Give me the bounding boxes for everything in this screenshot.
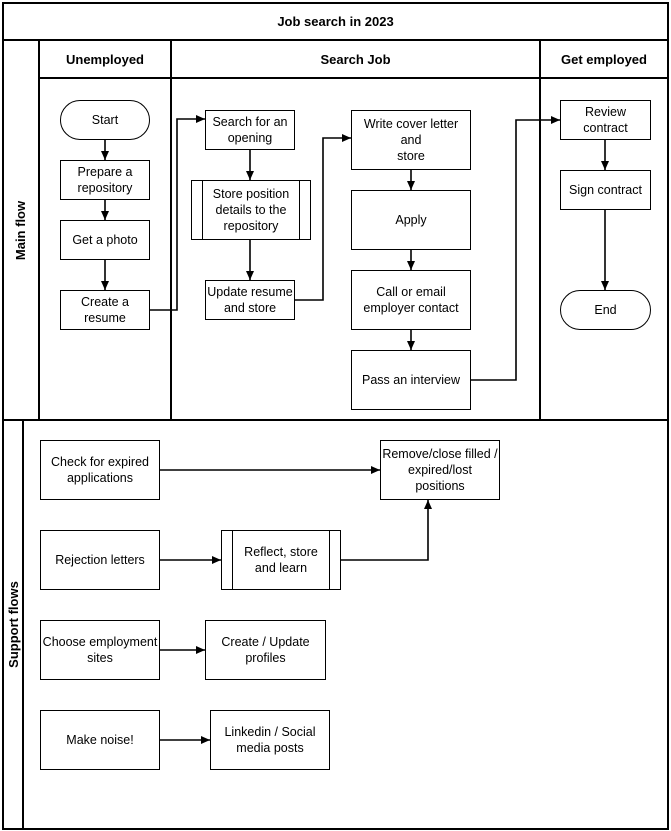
pool-label-support-flows: Support flows (3, 420, 23, 829)
subprocess-bar-icon (202, 181, 203, 239)
node-update-resume: Update resume and store (205, 280, 295, 320)
node-get-photo-label: Get a photo (72, 233, 138, 247)
node-write-cover-letter: Write cover letter and store (351, 110, 471, 170)
node-pass-interview-label: Pass an interview (362, 373, 460, 387)
node-pass-interview: Pass an interview (351, 350, 471, 410)
node-call-or-email: Call or email employer contact (351, 270, 471, 330)
node-prepare-repository: Prepare a repository (60, 160, 150, 200)
node-create-update-profiles-label: Create / Update profiles (221, 635, 310, 665)
node-end: End (560, 290, 651, 330)
node-update-resume-label: Update resume and store (207, 285, 293, 315)
node-sign-contract: Sign contract (560, 170, 651, 210)
node-check-expired-applications-label: Check for expired applications (51, 455, 149, 485)
node-review-contract: Review contract (560, 100, 651, 140)
pool-label-main-flow-text: Main flow (13, 200, 29, 260)
node-start: Start (60, 100, 150, 140)
lane-header-unemployed: Unemployed (65, 51, 144, 67)
node-create-resume: Create a resume (60, 290, 150, 330)
node-start-label: Start (91, 113, 119, 127)
diagram-title: Job search in 2023 (277, 14, 394, 29)
node-rejection-letters-label: Rejection letters (55, 553, 145, 567)
node-write-cover-letter-label: Write cover letter and store (363, 117, 459, 163)
node-store-position-details: Store position details to the repository (191, 180, 311, 240)
node-create-update-profiles: Create / Update profiles (205, 620, 326, 680)
node-store-position-details-label: Store position details to the repository (212, 187, 290, 233)
connector-reflect-removeclose (341, 500, 432, 561)
node-remove-close-positions-label: Remove/close filled / expired/lost posit… (382, 447, 498, 493)
lane-header-get-employed: Get employed (561, 51, 647, 67)
node-sign-contract-label: Sign contract (569, 183, 642, 197)
node-search-for-opening: Search for an opening (205, 110, 295, 150)
node-linkedin-social-posts-label: Linkedin / Social media posts (224, 725, 316, 755)
node-review-contract-label: Review contract (583, 105, 628, 135)
node-rejection-letters: Rejection letters (40, 530, 160, 590)
node-search-for-opening-label: Search for an opening (212, 115, 288, 145)
node-make-noise: Make noise! (40, 710, 160, 770)
subprocess-bar-icon (232, 531, 233, 589)
node-remove-close-positions: Remove/close filled / expired/lost posit… (380, 440, 500, 500)
node-end-label: End (594, 303, 617, 317)
lane-header-search-job: Search Job (320, 51, 391, 67)
node-reflect-store-learn-label: Reflect, store and learn (244, 545, 318, 575)
node-apply: Apply (351, 190, 471, 250)
connector-passinterview-reviewcontract (471, 116, 560, 381)
node-prepare-repository-label: Prepare a repository (77, 165, 133, 195)
node-get-photo: Get a photo (60, 220, 150, 260)
pool-label-support-flows-text: Support flows (5, 581, 21, 668)
node-make-noise-label: Make noise! (66, 733, 134, 747)
node-choose-employment-sites: Choose employment sites (40, 620, 160, 680)
pool-label-main-flow: Main flow (3, 40, 39, 420)
node-choose-employment-sites-label: Choose employment sites (42, 635, 158, 665)
node-call-or-email-label: Call or email employer contact (363, 285, 459, 315)
node-reflect-store-learn: Reflect, store and learn (221, 530, 341, 590)
node-create-resume-label: Create a resume (81, 295, 129, 325)
node-linkedin-social-posts: Linkedin / Social media posts (210, 710, 330, 770)
node-apply-label: Apply (395, 213, 427, 227)
subprocess-bar-icon (299, 181, 300, 239)
subprocess-bar-icon (329, 531, 330, 589)
node-check-expired-applications: Check for expired applications (40, 440, 160, 500)
